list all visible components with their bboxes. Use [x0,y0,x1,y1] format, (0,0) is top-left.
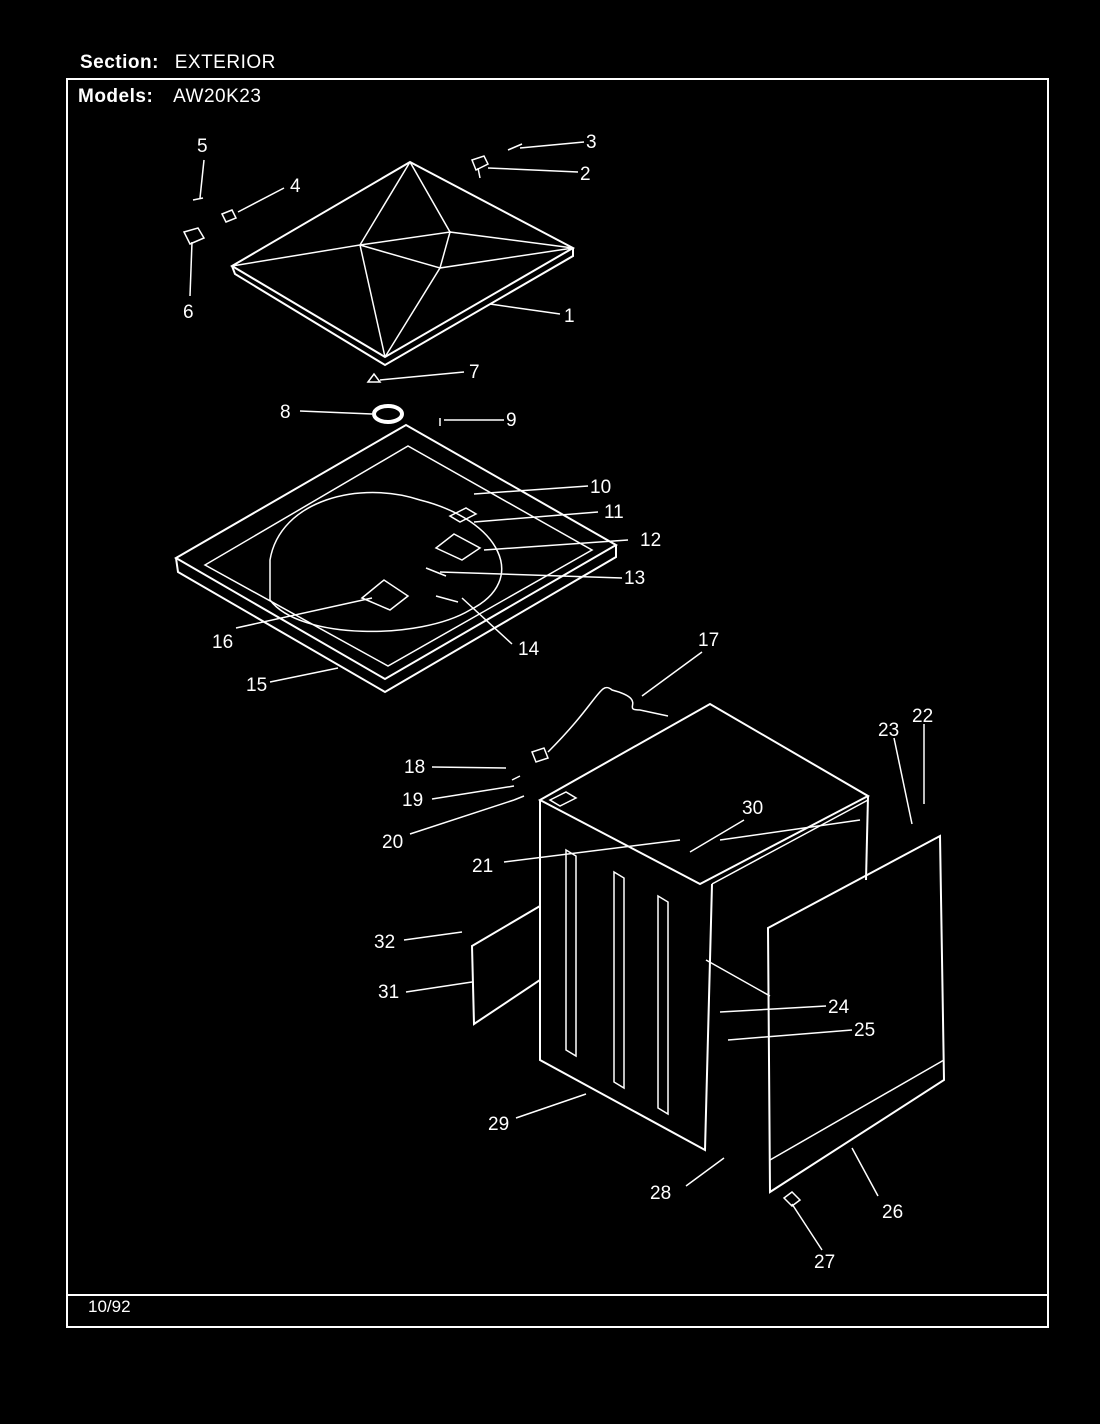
callout-19: 19 [402,790,423,811]
callout-8: 8 [280,402,291,423]
callout-15: 15 [246,675,267,696]
callout-20: 20 [382,832,403,853]
callout-28: 28 [650,1183,671,1204]
callout-22: 22 [912,706,933,727]
callout-18: 18 [404,757,425,778]
callout-17: 17 [698,630,719,651]
section-value: EXTERIOR [174,52,276,73]
callout-29: 29 [488,1114,509,1135]
part-access-panel [470,904,541,1026]
part-main-top [174,423,619,694]
models-heading: Models: AW20K23 [78,86,261,108]
callout-10: 10 [590,477,611,498]
callout-13: 13 [624,568,645,589]
section-heading: Section: EXTERIOR [80,52,276,74]
part-power-cord [531,686,669,763]
callout-2: 2 [580,164,591,185]
callout-27: 27 [814,1252,835,1273]
callout-labels: 1 2 3 4 5 6 7 8 9 10 11 12 13 14 15 16 1… [183,132,933,1273]
part-rear-panel [766,834,946,1194]
models-value: AW20K23 [173,86,262,107]
callout-3: 3 [586,132,597,153]
callout-11: 11 [604,502,624,523]
revision-date: 10/92 [88,1297,131,1316]
callout-14: 14 [518,639,540,660]
leader-lines [189,141,925,1251]
models-label: Models: [78,86,154,107]
callout-4: 4 [290,176,301,197]
callout-21: 21 [472,856,493,877]
callout-24: 24 [828,997,850,1018]
callout-31: 31 [378,982,399,1003]
part-top-lid [230,160,576,367]
callout-25: 25 [854,1020,875,1041]
callout-1: 1 [564,306,575,327]
callout-7: 7 [469,362,480,383]
section-label: Section: [80,52,159,73]
callout-12: 12 [640,530,661,551]
callout-9: 9 [506,410,517,431]
callout-32: 32 [374,932,395,953]
part-cabinet [511,702,871,1152]
callout-30: 30 [742,798,763,819]
part-hinge-hardware [182,143,523,426]
callout-6: 6 [183,302,194,323]
callout-23: 23 [878,720,899,741]
callout-16: 16 [212,632,233,653]
callout-5: 5 [197,136,208,157]
callout-26: 26 [882,1202,903,1223]
diagram-border [66,78,1049,1328]
